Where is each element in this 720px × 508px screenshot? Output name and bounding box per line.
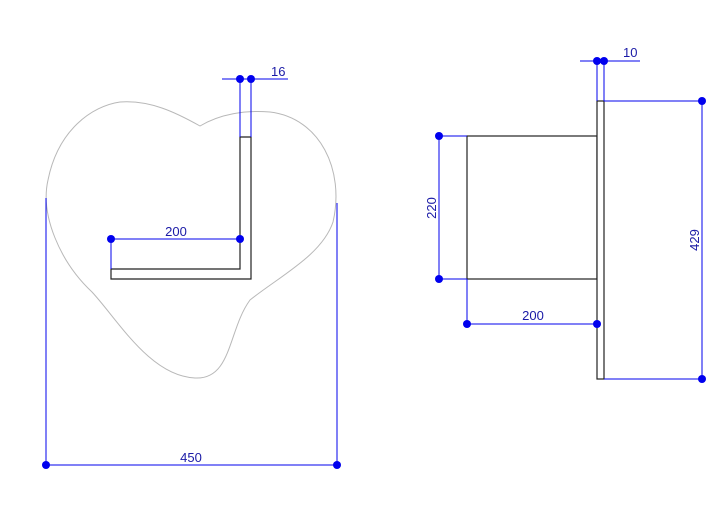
shelf-depth-label-200-right: 200 <box>522 308 544 323</box>
shelf-depth-dimension-200-right: 200 <box>463 279 601 328</box>
depth-label-200-left: 200 <box>165 224 187 239</box>
height-dimension-429: 429 <box>604 97 706 383</box>
depth-dimension-200-left: 200 <box>107 224 244 269</box>
shelf-height-dimension-220: 220 <box>424 132 467 283</box>
thickness-label-10: 10 <box>623 45 637 60</box>
shelf-height-label-220: 220 <box>424 197 439 219</box>
back-panel-part <box>596 100 605 380</box>
thickness-dimension-10: 10 <box>580 45 640 101</box>
heart-outline <box>45 101 337 379</box>
width-dimension-450: 450 <box>42 198 341 469</box>
width-label-450: 450 <box>180 450 202 465</box>
thickness-dimension-16: 16 <box>222 64 288 137</box>
left-view: 16 200 450 <box>42 64 341 469</box>
shelf-side-part <box>466 135 598 280</box>
thickness-label-16: 16 <box>271 64 285 79</box>
height-label-429: 429 <box>687 229 702 251</box>
shelf-plan-part <box>110 136 252 280</box>
right-view: 10 429 220 200 <box>424 45 706 383</box>
